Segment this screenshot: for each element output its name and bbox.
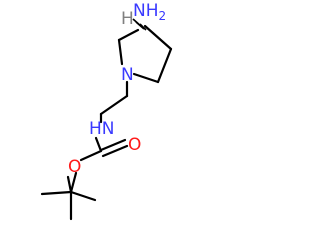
ester-oxygen-label: O	[68, 157, 81, 177]
bond-tbu-methyl-left	[40, 190, 73, 196]
bond-o-tbu	[69, 171, 78, 194]
bond-c3-c4	[143, 24, 173, 51]
bond-ch2-ch2	[99, 94, 129, 116]
amine-nh-text: NH	[133, 1, 159, 21]
bond-c5-n1	[132, 72, 160, 84]
bond-carbonyl-double-b	[101, 144, 129, 158]
amine-label: NH2	[133, 1, 166, 23]
atom-labels: NH2 H N HN O O	[68, 1, 166, 177]
bond-tbu-methyl-right	[69, 190, 97, 202]
bond-carbonyl-double-a	[99, 138, 127, 152]
bond-n1-c2	[117, 38, 124, 66]
chiral-h-label: H	[121, 9, 134, 29]
carbonyl-oxygen-label: O	[128, 135, 141, 155]
hash-line	[139, 23, 147, 31]
bonds	[40, 18, 173, 221]
stereo-hash-bond	[132, 18, 147, 31]
hash-line	[132, 18, 143, 28]
chemical-structure: NH2 H N HN O O	[40, 1, 173, 221]
carbamate-nh-label: HN	[89, 119, 115, 139]
bond-tbu-methyl-up	[66, 175, 73, 194]
bond-carbonyl-ester-o	[79, 149, 103, 162]
amine-subscript: 2	[159, 9, 167, 23]
bond-c2-c3	[117, 28, 140, 42]
bond-c4-c5	[156, 47, 173, 84]
ring-nitrogen-label: N	[121, 65, 134, 85]
bond-nh-carbonyl	[94, 136, 103, 153]
